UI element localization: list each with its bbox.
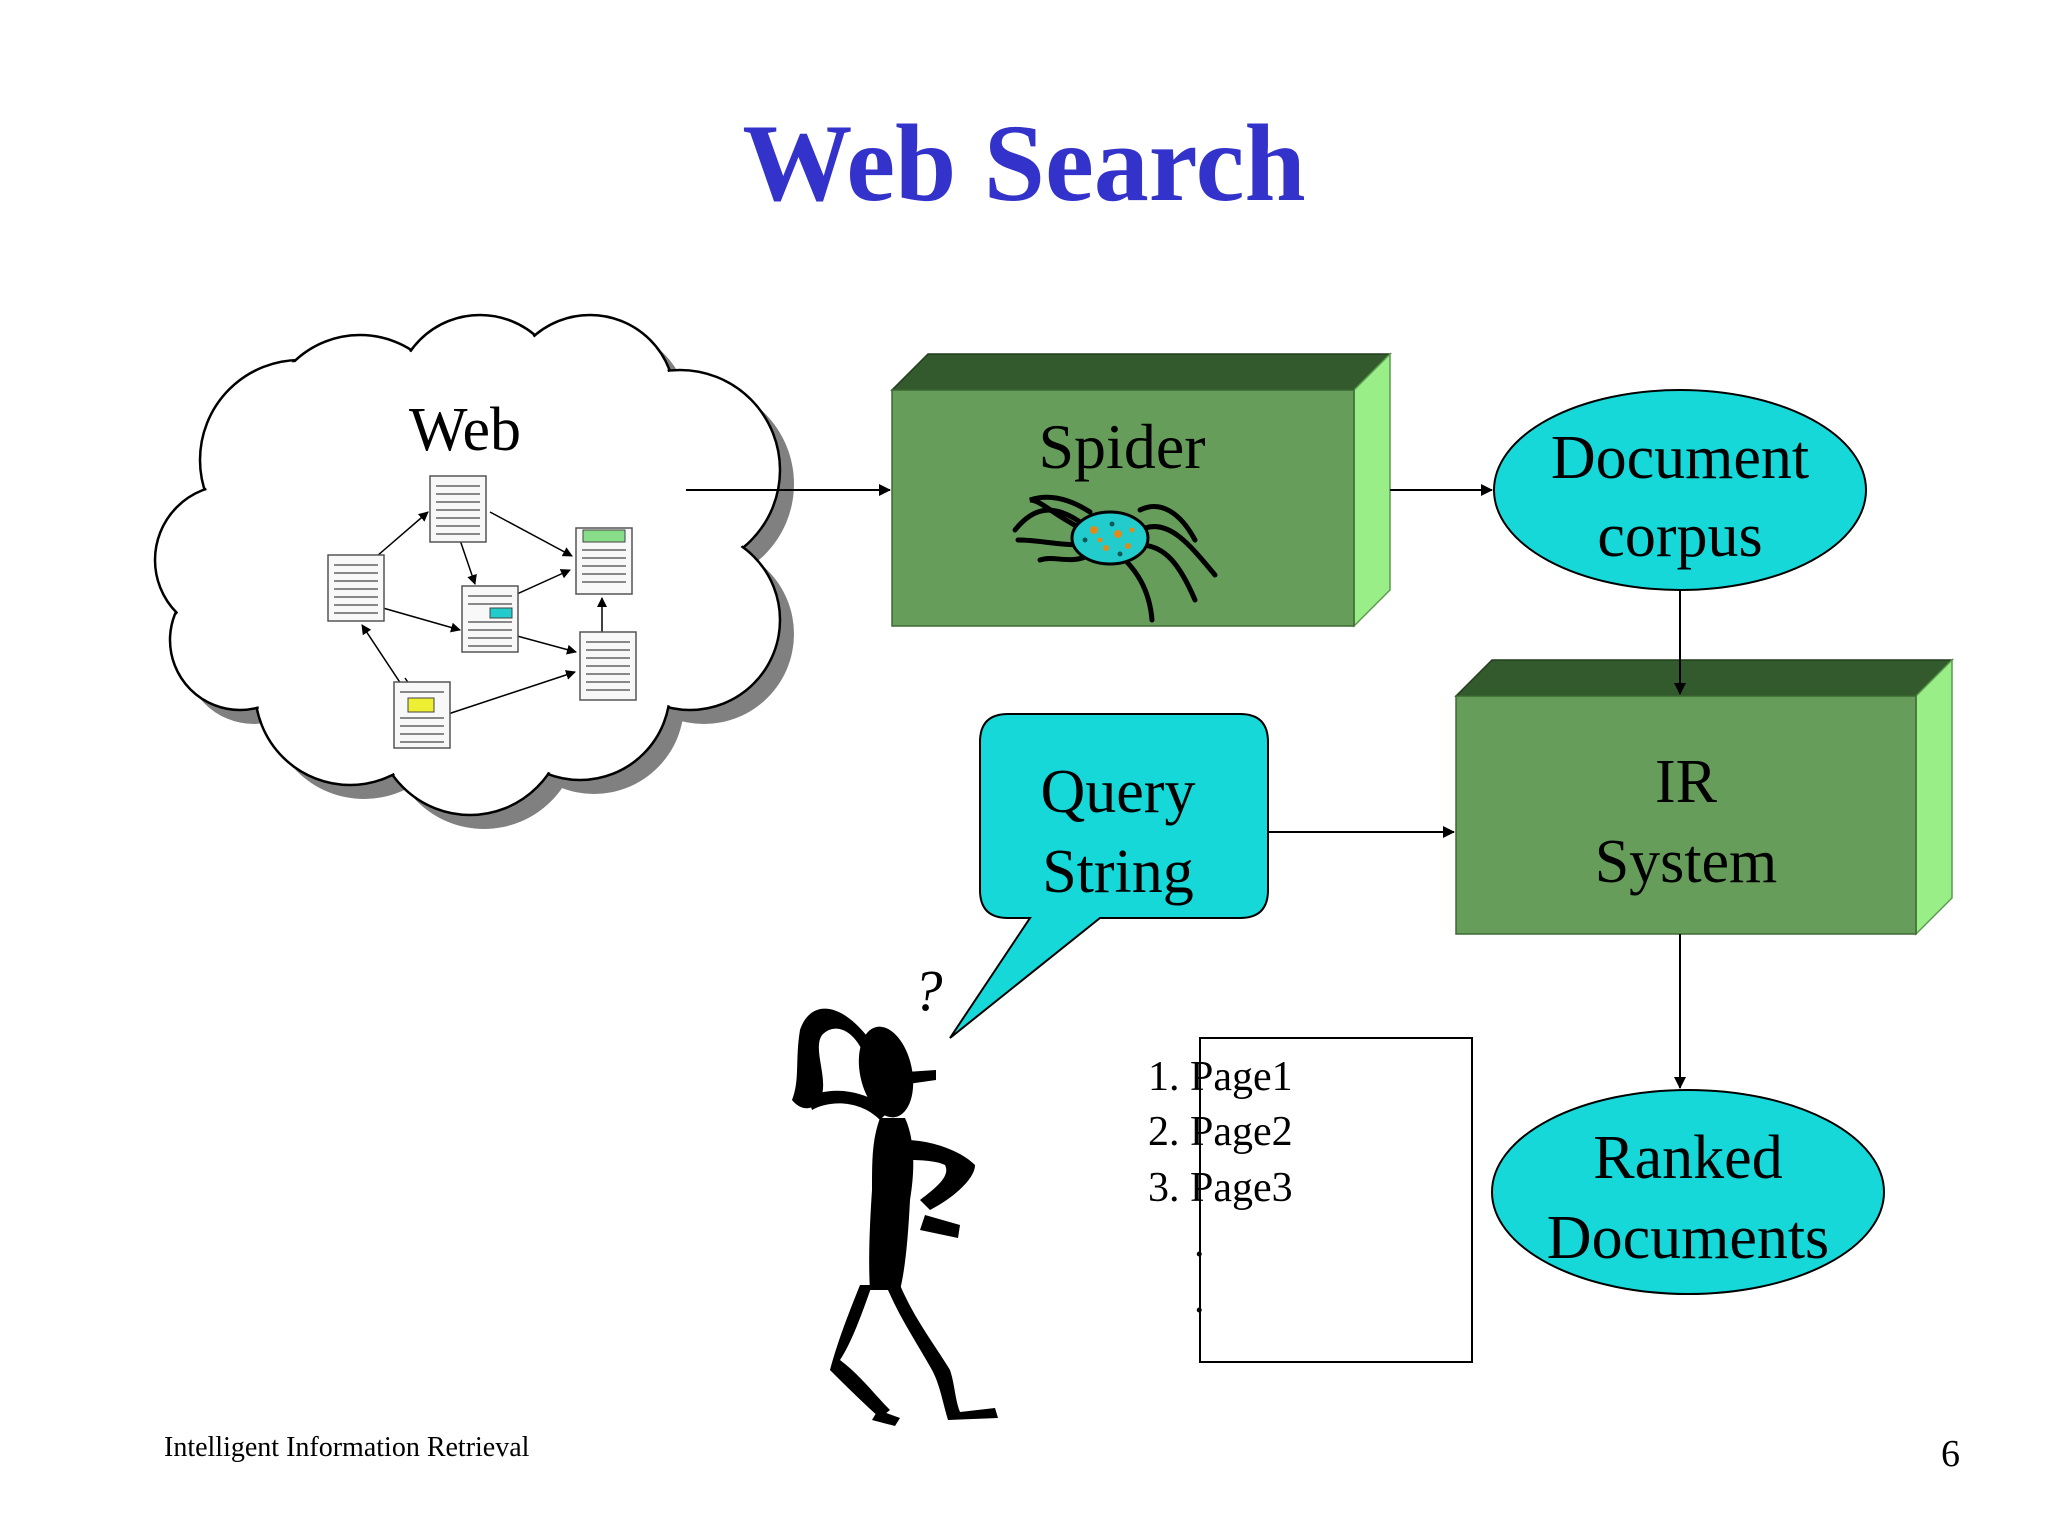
result-item: 1. Page1 — [1148, 1054, 1293, 1100]
page-highlight-cyan — [489, 607, 513, 619]
spider-box — [890, 352, 1392, 628]
query-label-line1: Query — [1041, 758, 1196, 826]
ranked-label-line1: Ranked — [1593, 1124, 1782, 1192]
results-page — [1199, 1037, 1473, 1363]
corpus-label-line2: corpus — [1597, 502, 1762, 570]
spider-label: Spider — [1038, 411, 1205, 482]
query-string-bubble — [949, 713, 1269, 1039]
page-title: Web Search — [742, 102, 1306, 224]
page-highlight-yellow — [407, 697, 435, 713]
result-item: 3. Page3 — [1148, 1164, 1293, 1211]
result-ellipsis: . — [1194, 1220, 1205, 1267]
ranked-label-line2: Documents — [1547, 1204, 1829, 1272]
result-item: 2. Page2 — [1148, 1109, 1293, 1156]
ir-system-box — [1454, 658, 1954, 936]
web-page-lines — [334, 485, 630, 743]
query-label-line2: String — [1042, 838, 1194, 906]
slide-number: 6 — [1941, 1433, 1960, 1475]
question-mark: ? — [914, 958, 943, 1023]
footer-course-title: Intelligent Information Retrieval — [164, 1432, 530, 1463]
flow-arrows — [686, 484, 1686, 1089]
corpus-label-line1: Document — [1551, 424, 1809, 492]
web-label: Web — [409, 396, 521, 464]
person-thinking-icon — [792, 1008, 998, 1426]
ir-label-line1: IR — [1655, 748, 1718, 816]
ranked-documents-ellipse — [1491, 1089, 1885, 1295]
page-highlight-green — [582, 529, 626, 543]
result-ellipsis: . — [1194, 1275, 1205, 1322]
web-cloud — [153, 313, 794, 829]
spider-icon — [1012, 494, 1218, 623]
results-list: 1. Page1 2. Page2 3. Page3 . . — [1148, 1050, 1293, 1327]
ir-label-line2: System — [1595, 828, 1778, 896]
